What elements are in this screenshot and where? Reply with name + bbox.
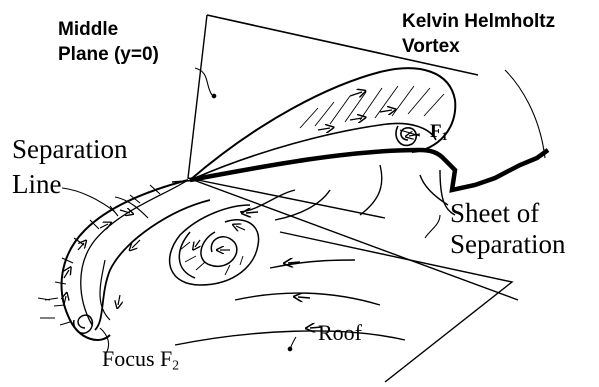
- label-sheet-line1: Sheet of: [450, 200, 565, 227]
- label-separation-line1: Separation: [12, 136, 127, 163]
- label-sheet-of-separation: Sheet of Separation: [450, 200, 565, 258]
- roof-streamlines: [175, 165, 455, 345]
- label-focus-f1: F1: [430, 122, 448, 143]
- label-f1-letter: F: [430, 121, 442, 142]
- focus-vortex: [38, 180, 259, 340]
- label-sheet-line2: Separation: [450, 231, 565, 258]
- label-kh-line1: Kelvin Helmholtz: [402, 12, 555, 31]
- label-kh-line2: Vortex: [402, 37, 555, 56]
- label-focus-sub: 2: [172, 357, 179, 372]
- kelvin-helmholtz-vortex: [190, 68, 548, 190]
- label-roof: Roof: [318, 322, 362, 344]
- label-kelvin-helmholtz-vortex: Kelvin Helmholtz Vortex: [402, 12, 555, 56]
- label-middle-plane-line1: Middle: [58, 20, 159, 39]
- label-roof-text: Roof: [318, 320, 362, 345]
- label-middle-plane-line2: Plane (y=0): [58, 45, 159, 64]
- label-separation-line2: Line: [12, 171, 127, 198]
- label-focus-prefix: Focus F: [102, 346, 172, 371]
- label-f1-sub: 1: [442, 130, 448, 143]
- label-focus-f2: Focus F2: [102, 348, 179, 372]
- label-separation-line: Separation Line: [12, 136, 127, 198]
- label-middle-plane: Middle Plane (y=0): [58, 20, 159, 64]
